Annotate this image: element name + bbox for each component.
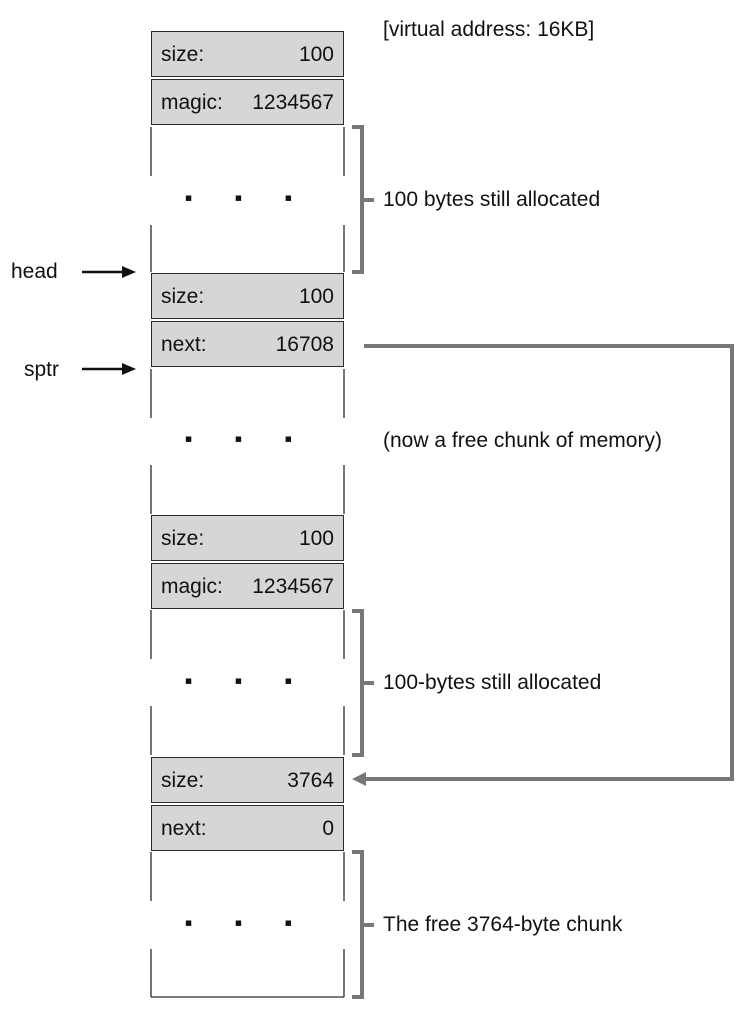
header-magic-cell: magic: 1234567 [151, 79, 344, 125]
header-size-cell: size: 100 [151, 273, 344, 319]
field-key: size: [161, 285, 205, 308]
header-magic-cell: magic: 1234567 [151, 563, 344, 609]
brace-free-chunk [352, 850, 374, 999]
ellipsis: ▪ ▪ ▪ [184, 426, 311, 451]
field-key: size: [161, 527, 205, 550]
header-size-cell: size: 3764 [151, 757, 344, 803]
field-value: 100 [298, 285, 334, 308]
ellipsis: ▪ ▪ ▪ [184, 668, 311, 693]
field-value: 16708 [275, 333, 334, 356]
field-value: 1234567 [252, 91, 334, 114]
field-key: magic: [161, 575, 223, 598]
next-pointer-connector [352, 344, 734, 786]
ellipsis: ▪ ▪ ▪ [184, 910, 311, 935]
field-key: next: [161, 817, 207, 840]
note-free-chunk: (now a free chunk of memory) [383, 429, 662, 452]
header-size-cell: size: 100 [151, 31, 344, 77]
field-key: size: [161, 43, 205, 66]
brace-allocated-2 [352, 609, 374, 757]
note-allocated-2: 100-bytes still allocated [383, 671, 602, 694]
ellipsis: ▪ ▪ ▪ [184, 185, 311, 210]
field-key: size: [161, 769, 205, 792]
brace-allocated-1 [352, 125, 374, 274]
field-key: next: [161, 333, 207, 356]
field-value: 3764 [287, 769, 334, 792]
virtual-address-label: [virtual address: 16KB] [383, 18, 595, 41]
field-value: 0 [322, 817, 334, 840]
field-value: 1234567 [252, 575, 334, 598]
header-next-cell: next: 0 [151, 805, 344, 851]
field-key: magic: [161, 91, 223, 114]
field-value: 100 [298, 43, 334, 66]
head-arrow [82, 266, 136, 278]
header-next-cell: next: 16708 [151, 321, 344, 367]
sptr-pointer-label: sptr [24, 358, 60, 381]
note-allocated-1: 100 bytes still allocated [383, 188, 601, 211]
head-pointer-label: head [11, 260, 58, 283]
field-value: 100 [298, 527, 334, 550]
sptr-arrow [82, 363, 136, 375]
header-size-cell: size: 100 [151, 515, 344, 561]
note-free-3764-chunk: The free 3764-byte chunk [383, 913, 623, 936]
